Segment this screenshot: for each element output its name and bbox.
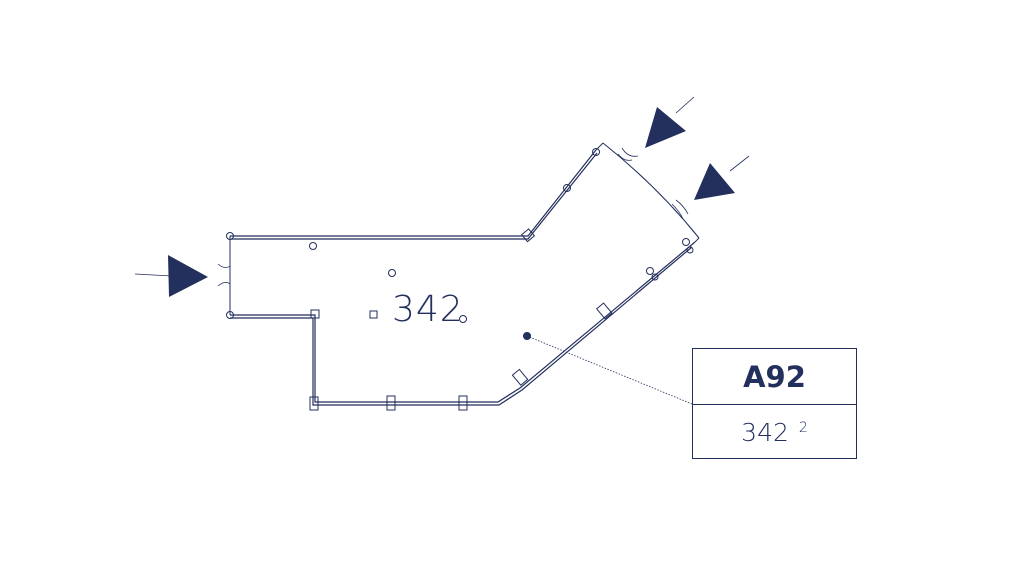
fixture-point: [459, 315, 467, 323]
arrow-lead-top: [675, 96, 695, 114]
column: [521, 228, 536, 243]
fixture-point: [686, 246, 694, 254]
door-swing-top: [617, 147, 639, 161]
fixture-point: [226, 311, 234, 319]
wall-top-left-inner: [231, 152, 598, 240]
entrance-arrow-top: [645, 107, 686, 148]
wall-right-lower: [230, 241, 696, 403]
fixture-point: [226, 232, 234, 240]
entrance-arrow-right: [694, 163, 735, 200]
column: [511, 368, 529, 386]
arrow-lead-right: [729, 155, 750, 172]
column: [309, 396, 319, 411]
column: [310, 309, 320, 319]
unit-info-box: A92 342 2: [692, 348, 857, 459]
column: [595, 302, 613, 320]
column: [369, 310, 378, 319]
unit-area-value: 342: [741, 417, 789, 447]
location-dot: [523, 332, 531, 340]
door-swing-right: [671, 199, 689, 220]
fixture-point: [651, 273, 659, 281]
fixture-point: [592, 148, 600, 156]
leader-line: [526, 335, 693, 405]
entrance-arrow-left: [168, 255, 208, 297]
area-label: 342: [392, 289, 464, 330]
fixture-point: [309, 242, 317, 250]
unit-area: 342 2: [693, 405, 856, 459]
door-swing-left: [217, 263, 231, 287]
unit-area-sup: 2: [798, 420, 808, 436]
wall-corner-right-2: [694, 237, 700, 243]
wall-right-lower-inner: [230, 246, 693, 406]
fixture-point: [563, 184, 571, 192]
storefront-curve: [602, 142, 700, 239]
column: [386, 395, 396, 411]
fixture-point: [388, 269, 396, 277]
fixture-point: [646, 267, 654, 275]
fixture-point: [682, 238, 690, 246]
unit-code: A92: [693, 349, 856, 405]
arrow-lead-left: [134, 273, 173, 277]
column: [458, 395, 468, 411]
wall-top-left: [230, 149, 597, 237]
